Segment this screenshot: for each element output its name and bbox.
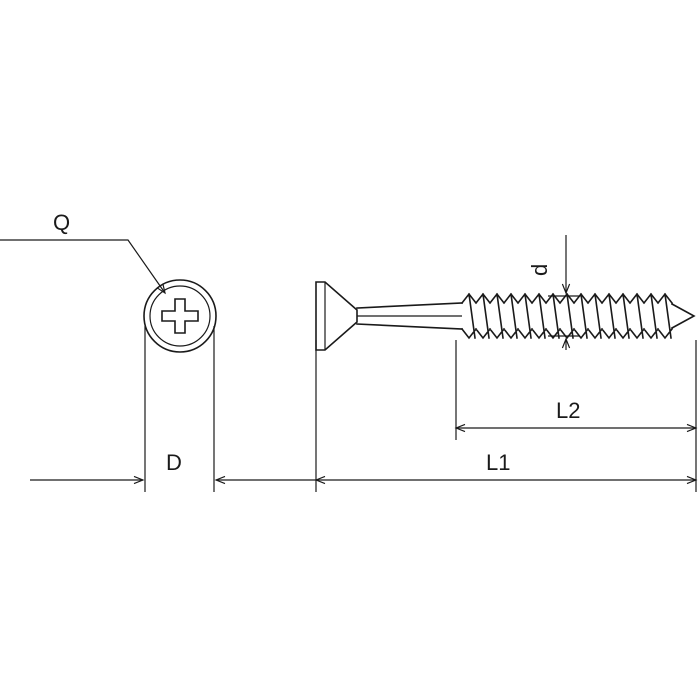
- d-thread-dimension: d: [527, 235, 580, 350]
- head-outer-circle: [143, 279, 217, 353]
- thread-profile: [460, 292, 674, 340]
- phillips-recess-icon: [161, 298, 199, 334]
- screw-side-view: [315, 281, 696, 351]
- screw-head: [315, 281, 358, 351]
- d-thread-label: d: [527, 264, 552, 276]
- q-leader-line: [0, 239, 165, 293]
- l2-label: L2: [556, 398, 580, 423]
- shank-bottom: [356, 323, 463, 330]
- q-leader: Q: [0, 210, 165, 293]
- head-inner-circle: [149, 285, 211, 347]
- l1-label: L1: [486, 450, 510, 475]
- head-top-view: [143, 279, 217, 492]
- shank-top: [356, 302, 463, 309]
- d-head-label: D: [166, 450, 182, 475]
- d-head-dimension: D: [30, 450, 316, 480]
- screw-tip: [670, 302, 696, 330]
- q-label: Q: [53, 210, 70, 235]
- thread-section: [460, 292, 674, 340]
- l1-dimension: L1: [316, 450, 696, 480]
- l2-dimension: L2: [456, 398, 696, 428]
